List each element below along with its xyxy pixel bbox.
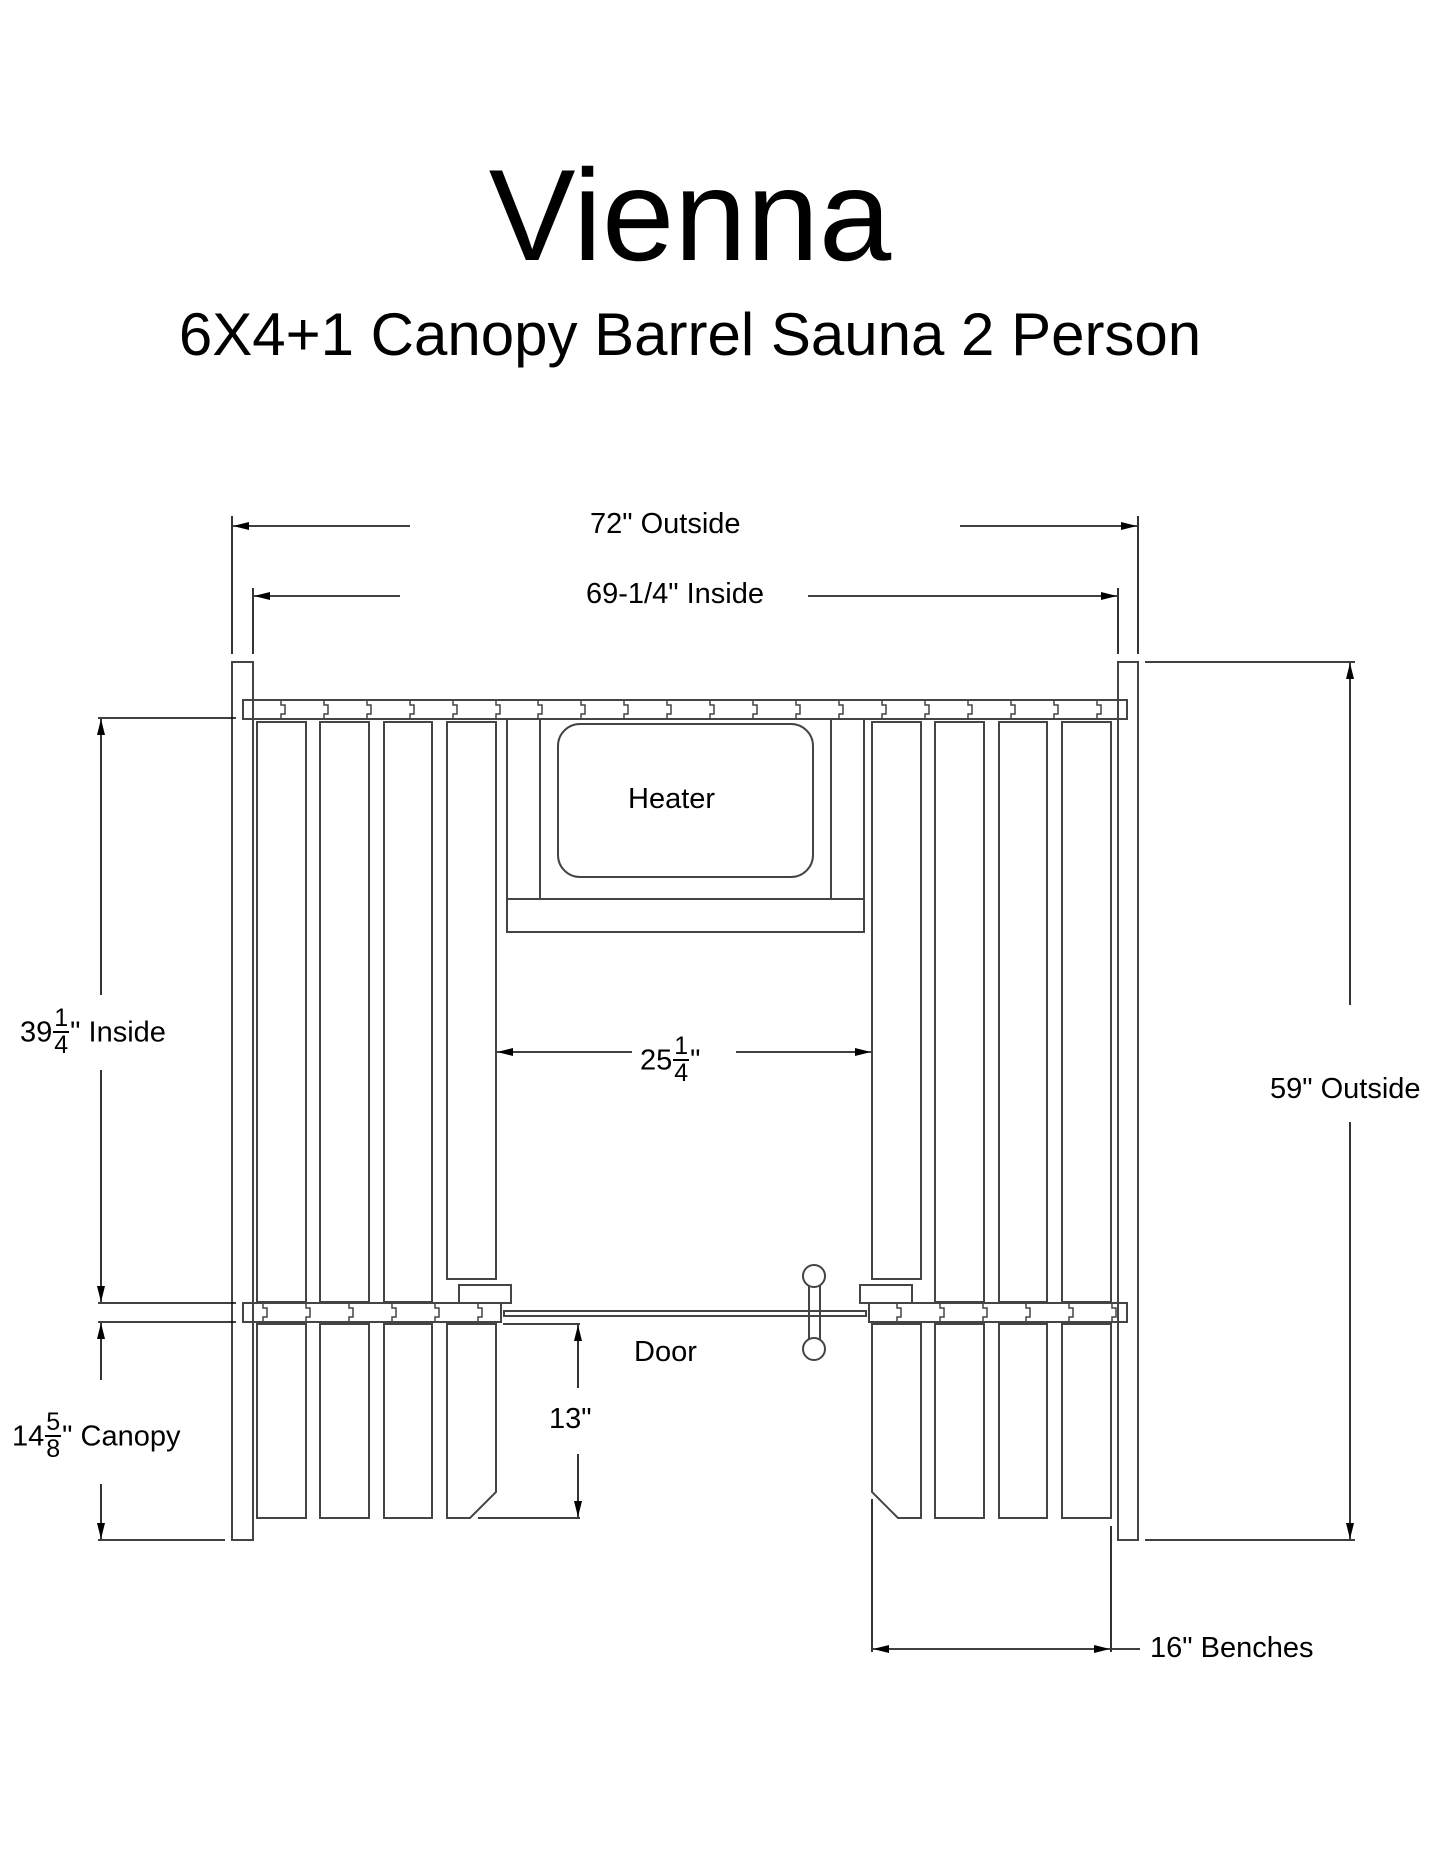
heater-post-right	[830, 718, 865, 900]
heater-post-left	[506, 718, 541, 900]
band-notches	[262, 700, 1117, 1322]
page-title: Vienna	[488, 142, 892, 288]
canopy-bench-left-2	[319, 1323, 370, 1519]
dim-label-bench-depth: 16" Benches	[1146, 1634, 1318, 1663]
door-label: Door	[634, 1336, 697, 1368]
bench-right-4	[871, 721, 922, 1280]
heater-frame-bottom	[506, 898, 865, 933]
canopy-bench-left-1	[256, 1323, 307, 1519]
door-stop-right	[859, 1284, 913, 1304]
heater-label: Heater	[628, 783, 716, 815]
left-outer-wall	[231, 661, 254, 1541]
back-wall-band	[242, 699, 1128, 720]
dim-label-outside-depth: 59" Outside	[1262, 1075, 1429, 1104]
bench-left-2	[319, 721, 370, 1303]
dim-inside-depth-whole: 39	[20, 1016, 53, 1049]
dim-label-inside-width: 69-1/4" Inside	[578, 580, 772, 609]
canopy-bench-right-4	[871, 1323, 922, 1519]
canopy-bench-right-1	[1061, 1323, 1112, 1519]
right-outer-wall	[1117, 661, 1139, 1541]
bench-left-3	[383, 721, 433, 1303]
bench-right-2	[998, 721, 1048, 1303]
front-wall-band-right	[868, 1302, 1128, 1323]
bench-left-1	[256, 721, 307, 1303]
door-stop-left	[458, 1284, 512, 1304]
canopy-bench-right-2	[998, 1323, 1048, 1519]
dim-label-outside-width: 72" Outside	[582, 510, 749, 539]
page-subtitle: 6X4+1 Canopy Barrel Sauna 2 Person	[178, 301, 1202, 368]
door-handle-knob-bottom	[802, 1337, 826, 1361]
door-panel	[503, 1310, 867, 1317]
canopy-bench-left-3	[383, 1323, 433, 1519]
front-wall-band-left	[242, 1302, 502, 1323]
bench-left-4	[446, 721, 497, 1280]
bench-right-1	[1061, 721, 1112, 1303]
dim-label-canopy-gap: 13"	[545, 1405, 596, 1434]
door-handle-knob-top	[802, 1264, 826, 1288]
heater-box	[557, 723, 814, 878]
canopy-bench-right-3	[934, 1323, 985, 1519]
canopy-bench-left-4	[446, 1323, 497, 1519]
bench-right-3	[934, 721, 985, 1303]
